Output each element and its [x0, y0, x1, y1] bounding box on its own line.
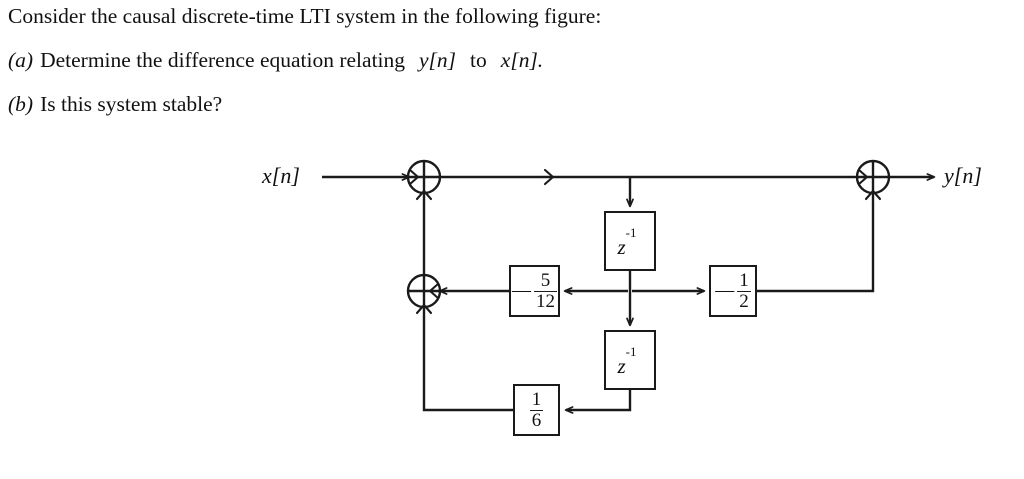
gain-block-1-6[interactable]: 1 6: [513, 384, 560, 436]
gain-minus-sign-12: —: [715, 279, 735, 301]
adder-output-arrow-bottom: [864, 189, 882, 201]
problem-line-1: Consider the causal discrete-time LTI sy…: [8, 4, 602, 28]
delay-block-2-label: z-1: [617, 344, 637, 378]
fraction-1-6: 1 6: [529, 388, 544, 431]
gain-block-minus-5-12-label: — 5 12: [512, 269, 557, 312]
delay-block-1[interactable]: z-1: [604, 211, 656, 271]
delay-block-1-label: z-1: [617, 225, 637, 259]
gain-block-minus-1-2[interactable]: — 1 2: [709, 265, 757, 317]
problem-line-2: (a)Determine the difference equation rel…: [8, 48, 544, 72]
part-a-var-x: x[n].: [500, 48, 544, 72]
fraction-1-2: 1 2: [737, 269, 751, 312]
gain-minus-sign-512: —: [512, 279, 531, 301]
input-label: x[n]: [262, 163, 300, 188]
delay-block-2[interactable]: z-1: [604, 330, 656, 390]
gain-block-1-6-label: 1 6: [529, 388, 544, 431]
part-b-text: Is this system stable?: [40, 92, 223, 116]
wire-forward-arrowhead: [543, 168, 555, 186]
adder-input-arrow-bottom: [415, 189, 433, 201]
output-label: y[n]: [944, 163, 982, 188]
part-a-label: (a): [8, 48, 34, 72]
adder-output-arrow-left: [857, 168, 869, 186]
fraction-5-12: 5 12: [534, 269, 557, 312]
wire-gain12-to-adder-output: [757, 193, 875, 293]
part-b-label: (b): [8, 92, 34, 116]
adder-feedback-arrow-bottom: [415, 303, 433, 315]
gain-block-minus-1-2-label: — 1 2: [715, 269, 751, 312]
adder-input-arrow-left: [408, 168, 420, 186]
adder-feedback-arrow-right: [428, 282, 440, 300]
gain-block-minus-5-12[interactable]: — 5 12: [509, 265, 560, 317]
problem-line-3: (b)Is this system stable?: [8, 92, 223, 116]
wire-gain16-to-adder-feedback: [422, 307, 513, 412]
wire-delay2-to-gain16: [564, 390, 632, 414]
part-a-text-to: to: [470, 48, 487, 72]
part-a-var-y: y[n]: [419, 48, 457, 72]
part-a-text-before: Determine the difference equation relati…: [40, 48, 406, 72]
